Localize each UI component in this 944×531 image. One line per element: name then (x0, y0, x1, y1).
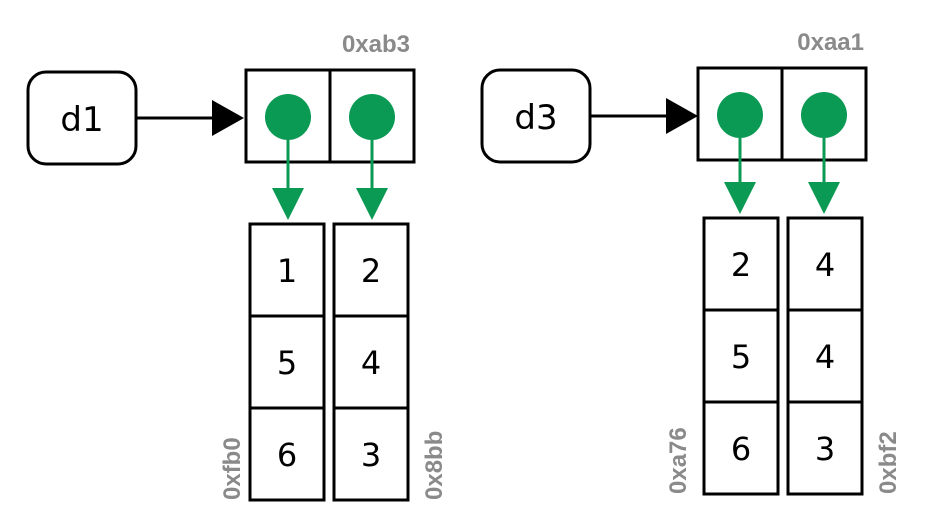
diagram-d3: d3 0xaa1 2 5 6 0xa76 4 4 (480, 29, 902, 496)
outer-address-d1: 0xab3 (342, 31, 410, 58)
array-value: 2 (361, 252, 381, 290)
array-value: 1 (277, 252, 297, 290)
array-value: 3 (361, 436, 381, 474)
array-cell (332, 406, 410, 502)
array-cell (248, 406, 326, 502)
pointer-dot-icon (801, 92, 847, 138)
array-cell (332, 222, 410, 318)
outer-array-d1 (244, 68, 416, 164)
array-value: 4 (815, 246, 835, 284)
outer-array-d3 (696, 66, 868, 162)
variable-name-d1: d1 (60, 100, 103, 140)
pointer-arrowhead-1 (356, 188, 388, 220)
array-value: 2 (731, 246, 751, 284)
inner-array-d1-0: 1 5 6 (248, 222, 326, 502)
array-value: 4 (361, 344, 381, 382)
arrowhead-d1 (212, 100, 244, 136)
diagram-d1: d1 0xab3 1 5 6 0xfb0 2 4 (26, 31, 448, 502)
inner-address-d3-0: 0xa76 (665, 427, 692, 494)
inner-array-d3-1: 4 4 3 (786, 216, 864, 496)
array-cell (332, 314, 410, 410)
inner-array-d3-0: 2 5 6 (702, 216, 780, 496)
pointer-arrowhead-0 (724, 182, 756, 214)
array-value: 6 (277, 436, 297, 474)
array-value: 5 (731, 338, 751, 376)
array-value: 5 (277, 344, 297, 382)
pointer-arrowhead-1 (808, 182, 840, 214)
pointer-dot-icon (265, 94, 311, 140)
inner-address-d3-1: 0xbf2 (875, 431, 902, 494)
pointer-arrowhead-0 (272, 188, 304, 220)
inner-array-d1-1: 2 4 3 (332, 222, 410, 502)
outer-address-d3: 0xaa1 (797, 29, 864, 56)
array-value: 6 (731, 430, 751, 468)
array-cell (786, 400, 864, 496)
inner-address-d1-0: 0xfb0 (219, 437, 246, 500)
array-value: 4 (815, 338, 835, 376)
inner-address-d1-1: 0x8bb (421, 431, 448, 500)
array-value: 3 (815, 430, 835, 468)
pointer-dot-icon (349, 94, 395, 140)
variable-name-d3: d3 (514, 98, 557, 138)
arrowhead-d3 (666, 98, 698, 134)
pointer-dot-icon (717, 92, 763, 138)
array-cell (248, 222, 326, 318)
array-cell (702, 400, 780, 496)
